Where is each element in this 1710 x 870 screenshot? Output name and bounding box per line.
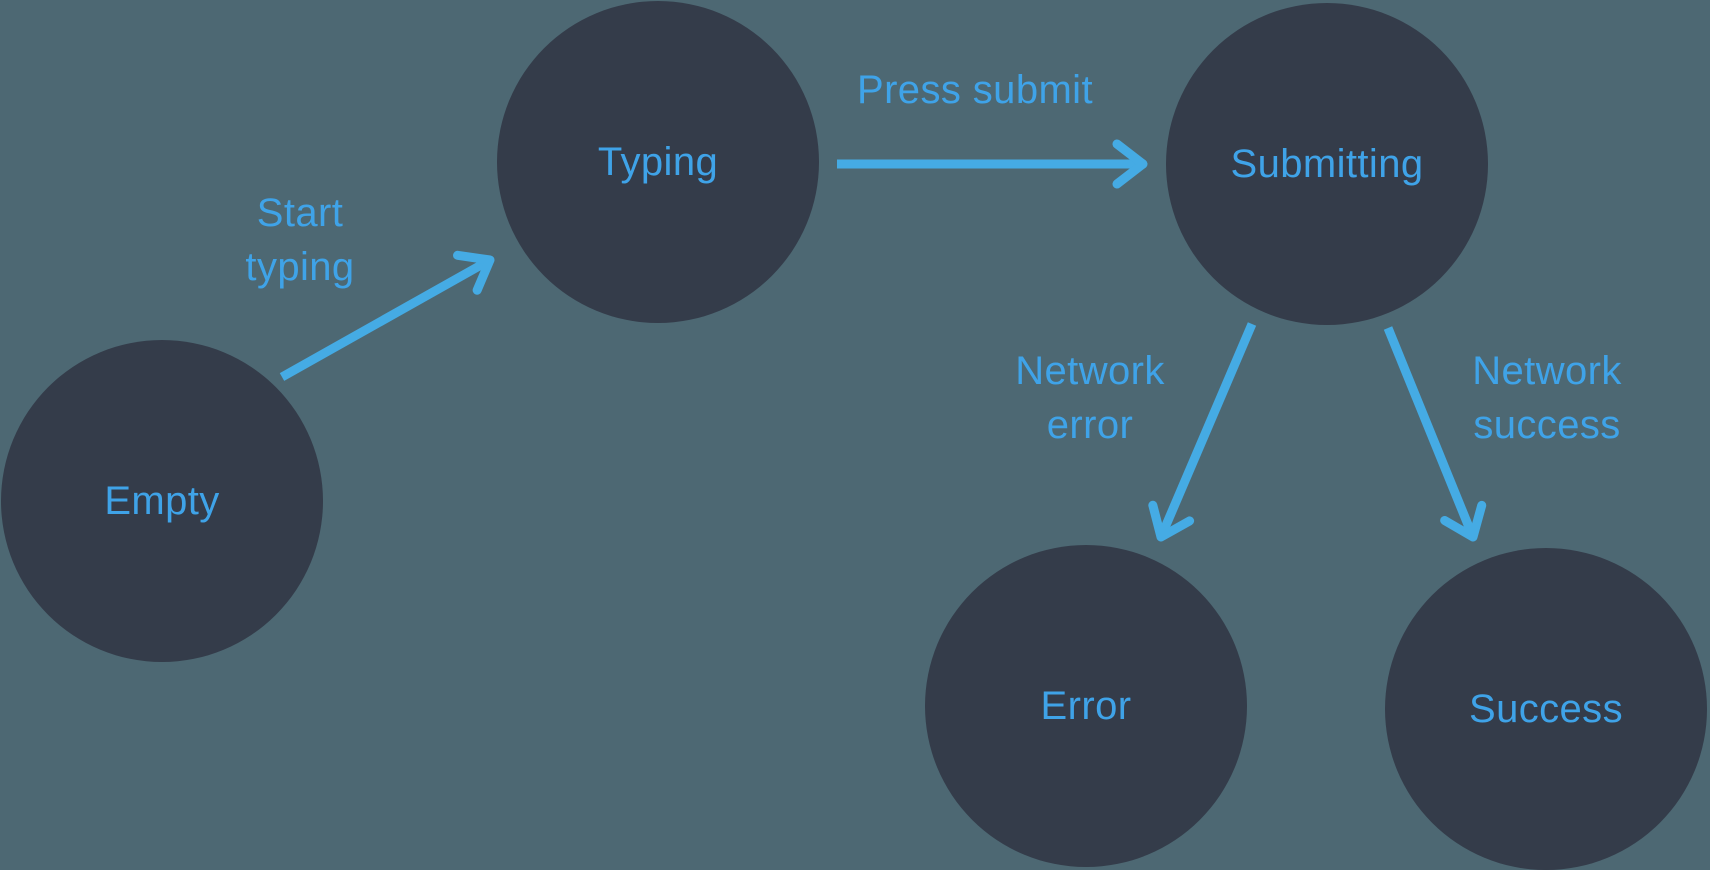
edge-label-network-success: Network success xyxy=(1472,349,1622,447)
state-node-typing-label: Typing xyxy=(597,139,719,184)
edge-start-typing-arrow xyxy=(279,250,495,381)
state-node-empty: Empty xyxy=(1,340,323,662)
state-node-typing: Typing xyxy=(497,1,819,323)
state-node-success-label: Success xyxy=(1469,686,1623,731)
edge-label-start-typing: Start typing xyxy=(245,191,355,289)
state-node-empty-label: Empty xyxy=(104,478,220,523)
edge-label-network-error: Network error xyxy=(1015,349,1165,447)
state-node-submitting-label: Submitting xyxy=(1230,141,1424,186)
edge-network-error-arrow xyxy=(1148,322,1257,542)
state-node-error-label: Error xyxy=(1040,683,1132,728)
state-node-error: Error xyxy=(925,545,1247,867)
edge-network-success-arrow xyxy=(1383,326,1487,542)
state-node-submitting: Submitting xyxy=(1166,3,1488,325)
state-node-success: Success xyxy=(1385,548,1707,870)
edge-label-press-submit: Press submit xyxy=(857,68,1093,112)
